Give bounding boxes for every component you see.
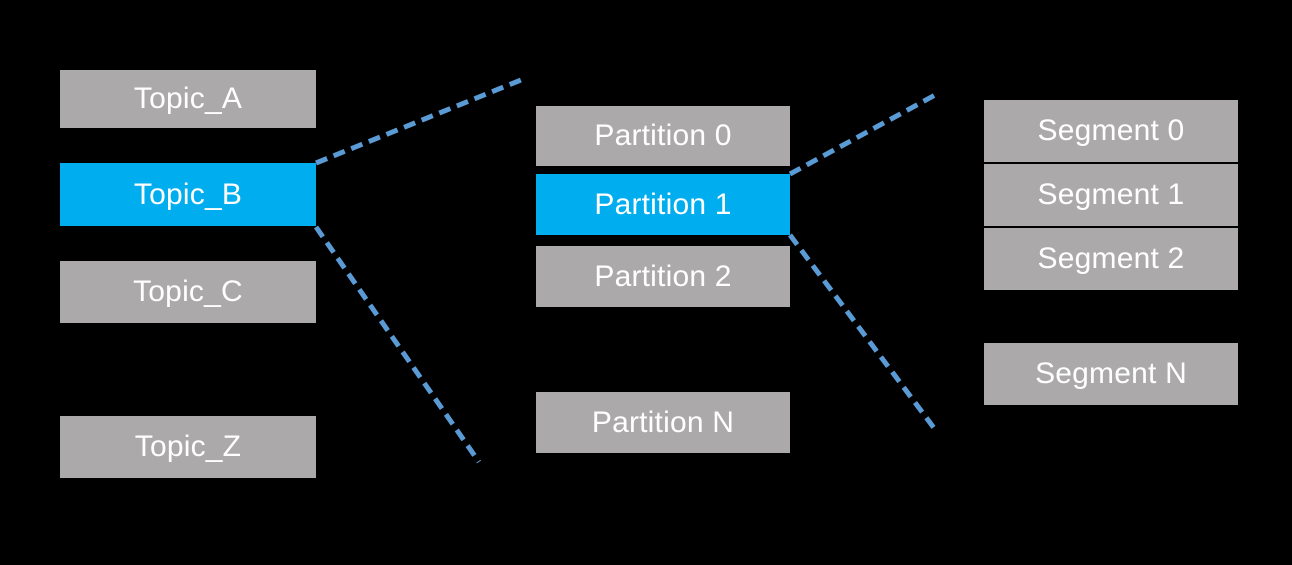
partition-label: Partition N	[591, 405, 735, 439]
segment-box[interactable]: Segment 2	[984, 228, 1238, 290]
topic-label: Topic_C	[133, 275, 243, 308]
partition-label: Partition 0	[594, 119, 732, 152]
topic-label: Topic_A	[133, 82, 243, 115]
partition-box[interactable]: Partition 2	[536, 246, 790, 307]
topic-b-to-partitions-bottom-connector	[313, 225, 482, 464]
partition-box[interactable]: Partition 0	[536, 106, 790, 166]
partition-1-to-segments-top-connector	[788, 91, 939, 177]
segment-label: Segment 2	[1037, 242, 1185, 275]
topic-label: Topic_B	[133, 177, 243, 211]
segment-label: Segment N	[1035, 357, 1187, 390]
segment-label: Segment 1	[1037, 178, 1185, 211]
topic-box[interactable]: Topic_B	[60, 163, 316, 226]
partition-box[interactable]: Partition 1	[536, 174, 790, 235]
partition-label: Partition 1	[594, 187, 732, 221]
topic-box[interactable]: Topic_C	[60, 261, 316, 323]
partition-1-to-segments-bottom-connector	[787, 233, 937, 430]
partition-label: Partition 2	[594, 259, 732, 293]
topic-box[interactable]: Topic_A	[60, 70, 316, 128]
segment-box[interactable]: Segment 0	[984, 100, 1238, 162]
segment-box[interactable]: Segment N	[984, 343, 1238, 405]
topic-b-to-partitions-top-connector	[315, 77, 522, 166]
topic-label: Topic_Z	[134, 430, 242, 463]
segment-box[interactable]: Segment 1	[984, 164, 1238, 226]
partition-box[interactable]: Partition N	[536, 392, 790, 453]
segment-label: Segment 0	[1037, 114, 1185, 147]
topic-box[interactable]: Topic_Z	[60, 416, 316, 478]
